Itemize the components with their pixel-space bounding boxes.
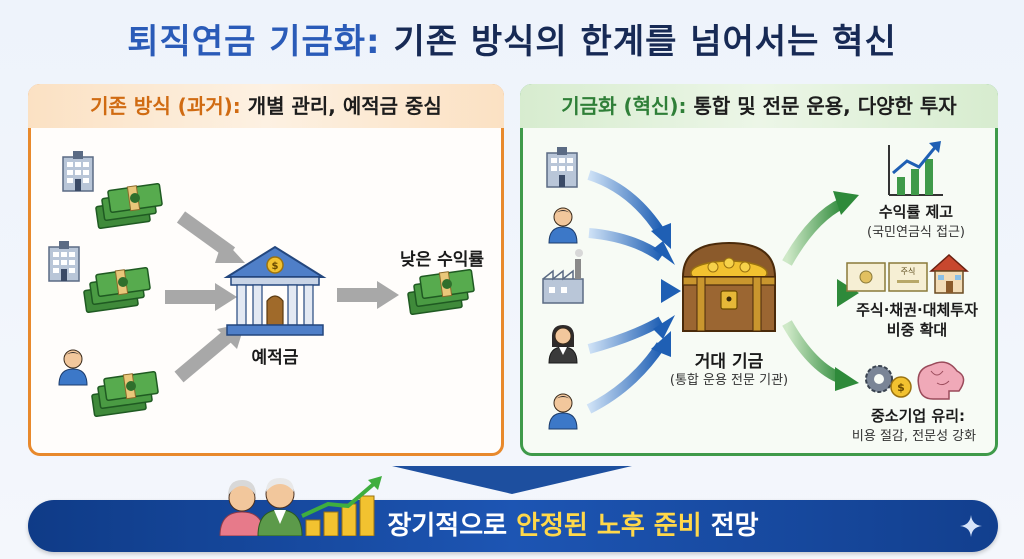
coin-icon: $: [890, 376, 912, 398]
svg-text:$: $: [897, 381, 905, 394]
inflow-arrows: [586, 170, 681, 414]
legacy-panel-heading: 기존 방식 (과거): 개별 관리, 예적금 중심: [28, 84, 504, 128]
deposit-label: 예적금: [251, 348, 299, 368]
outcome-return-title: 수익률 제고: [878, 203, 954, 221]
legacy-flow-diagram: $: [48, 150, 476, 418]
retirement-couple-illustration: [219, 476, 382, 536]
outcome-return-subtitle: (국민연금식 접근): [867, 225, 965, 240]
arrow-icon: [215, 239, 245, 263]
gear-icon: [865, 365, 893, 393]
senior-woman-icon: [219, 480, 265, 536]
fund-panel-heading: 기금화 (혁신): 통합 및 전문 운용, 다양한 투자: [520, 84, 998, 128]
down-arrow-icon: [392, 466, 632, 494]
outlook-banner-text: 장기적으로 안정된 노후 준비 전망: [28, 500, 998, 552]
growth-arrow-icon: [301, 476, 382, 518]
fund-heading-rest: 통합 및 전문 운용, 다양한 투자: [686, 94, 957, 118]
sparkle-icon: [960, 515, 982, 537]
svg-text:$: $: [272, 261, 279, 272]
arrow-icon: [174, 329, 234, 383]
cert-label: 주식: [901, 267, 916, 276]
outcome-sme-subtitle: 비용 절감, 전문성 강화: [851, 429, 977, 444]
cash-stack-icon: [82, 266, 152, 314]
person-icon: [58, 349, 88, 386]
treasure-chest-icon: [681, 241, 777, 332]
brain-icon: [917, 361, 965, 400]
bank-icon: $: [223, 245, 327, 336]
building-icon: [48, 240, 80, 282]
fund-panel: 기금화 (혁신): 통합 및 전문 운용, 다양한 투자: [520, 84, 998, 456]
title-accent: 퇴직연금 기금화:: [127, 22, 381, 62]
arrow-icon: [377, 281, 399, 309]
fund-flow-diagram: 주식 $: [542, 141, 969, 430]
building-icon: [546, 146, 578, 188]
outcome-diversify-title-2: 비중 확대: [886, 321, 948, 339]
arrow-icon: [215, 283, 237, 311]
person-icon: [548, 393, 578, 430]
banner-text-highlight: 안정된 노후 준비: [516, 511, 702, 541]
title-rest: 기존 방식의 한계를 넘어서는 혁신: [380, 22, 897, 62]
legacy-heading-rest: 개별 관리, 예적금 중심: [240, 94, 442, 118]
low-return-label: 낮은 수익률: [399, 250, 485, 270]
fund-sublabel: (통합 운용 전문 기관): [669, 373, 789, 388]
building-icon: [62, 150, 94, 192]
house-icon: [929, 253, 969, 294]
legacy-panel: 기존 방식 (과거): 개별 관리, 예적금 중심: [28, 84, 504, 456]
senior-man-icon: [257, 478, 303, 536]
certificate-icon: 주식: [846, 262, 928, 292]
person-icon: [548, 207, 578, 244]
fund-label: 거대 기금: [694, 352, 764, 372]
person-icon: [548, 324, 578, 364]
factory-icon: [542, 249, 584, 304]
outlook-banner: 장기적으로 안정된 노후 준비 전망: [28, 476, 998, 552]
banner-text-pre: 장기적으로: [387, 511, 517, 541]
cash-stack-icon: [406, 268, 476, 316]
outcome-diversify-title-1: 주식·채권·대체투자: [856, 301, 978, 319]
page-title: 퇴직연금 기금화: 기존 방식의 한계를 넘어서는 혁신: [0, 14, 1024, 63]
legacy-heading-highlight: 기존 방식 (과거):: [90, 94, 241, 118]
banner-text-post: 전망: [701, 511, 759, 541]
coin-stacks-icon: [305, 495, 375, 536]
outflow-arrows: [782, 191, 859, 391]
fund-heading-highlight: 기금화 (혁신):: [561, 94, 687, 118]
outcome-sme-title: 중소기업 유리:: [870, 407, 966, 425]
growth-chart-icon: [888, 141, 943, 196]
cash-stack-icon: [94, 182, 164, 230]
cash-stack-icon: [90, 370, 160, 418]
